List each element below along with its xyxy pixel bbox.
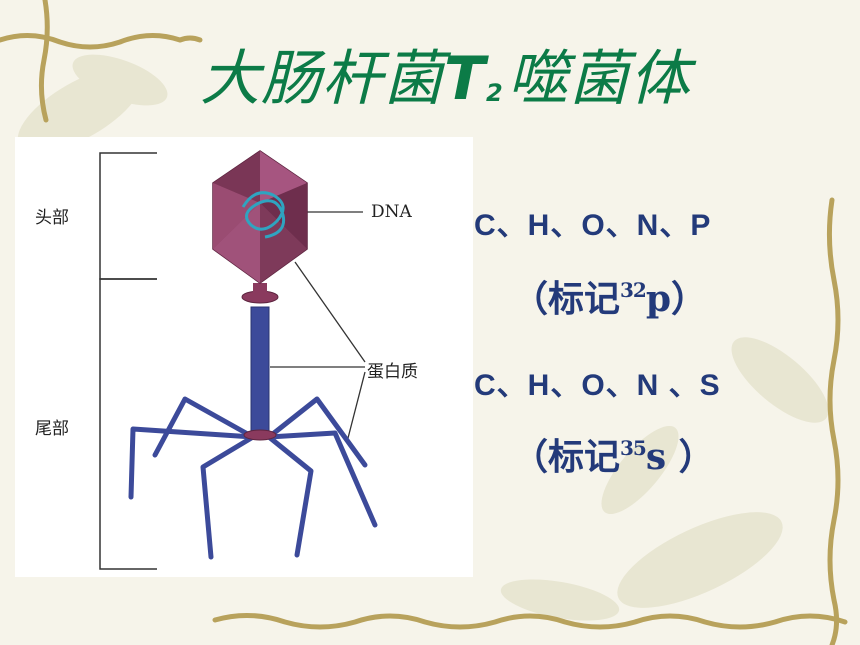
phage-illustration — [99, 150, 378, 570]
tail-bracket — [99, 278, 157, 570]
base-plate — [243, 429, 277, 441]
protein-label-note: （标记35s ） — [512, 428, 715, 480]
brackets — [99, 152, 157, 570]
label-protein: 蛋白质 — [367, 362, 418, 382]
title-rest: 噬菌体 — [507, 44, 691, 114]
label-dna: DNA — [371, 202, 412, 222]
title-subscript: 2 — [485, 79, 504, 107]
dna-element-formula: C、H、O、N、P — [474, 209, 712, 242]
capsid-head — [212, 150, 308, 284]
dna-coil — [241, 191, 286, 239]
dna-mark-isotope: 32 — [620, 278, 647, 302]
vine-top-left — [0, 0, 203, 123]
protein-mark-letter: s — [645, 436, 667, 478]
tail-fibers — [128, 396, 378, 560]
label-tail: 尾部 — [35, 419, 69, 439]
dna-mark-letter: p — [645, 278, 672, 320]
protein-leader-top — [294, 261, 366, 363]
dna-mark-suffix: ） — [671, 278, 708, 320]
vine-bottom — [212, 612, 848, 630]
protein-leader-low — [346, 371, 366, 443]
phage-diagram-panel: 头部 尾部 DNA 蛋白质 — [15, 137, 473, 577]
protein-mark-prefix: （标记 — [512, 436, 621, 478]
protein-mark-isotope: 35 — [620, 436, 647, 460]
head-bracket — [99, 152, 157, 280]
dna-label-note: （标记32p） — [512, 270, 707, 322]
label-head: 头部 — [35, 208, 69, 228]
tail-sheath — [250, 306, 270, 436]
protein-element-formula: C、H、O、N 、S — [474, 369, 721, 402]
slide-title: 大肠杆菌T2噬菌体 — [200, 30, 800, 120]
protein-mark-suffix: ） — [666, 436, 715, 478]
title-t-letter: T — [444, 44, 486, 114]
dna-mark-prefix: （标记 — [512, 278, 621, 320]
vine-right — [826, 197, 841, 645]
title-main: 大肠杆菌 — [200, 44, 444, 114]
